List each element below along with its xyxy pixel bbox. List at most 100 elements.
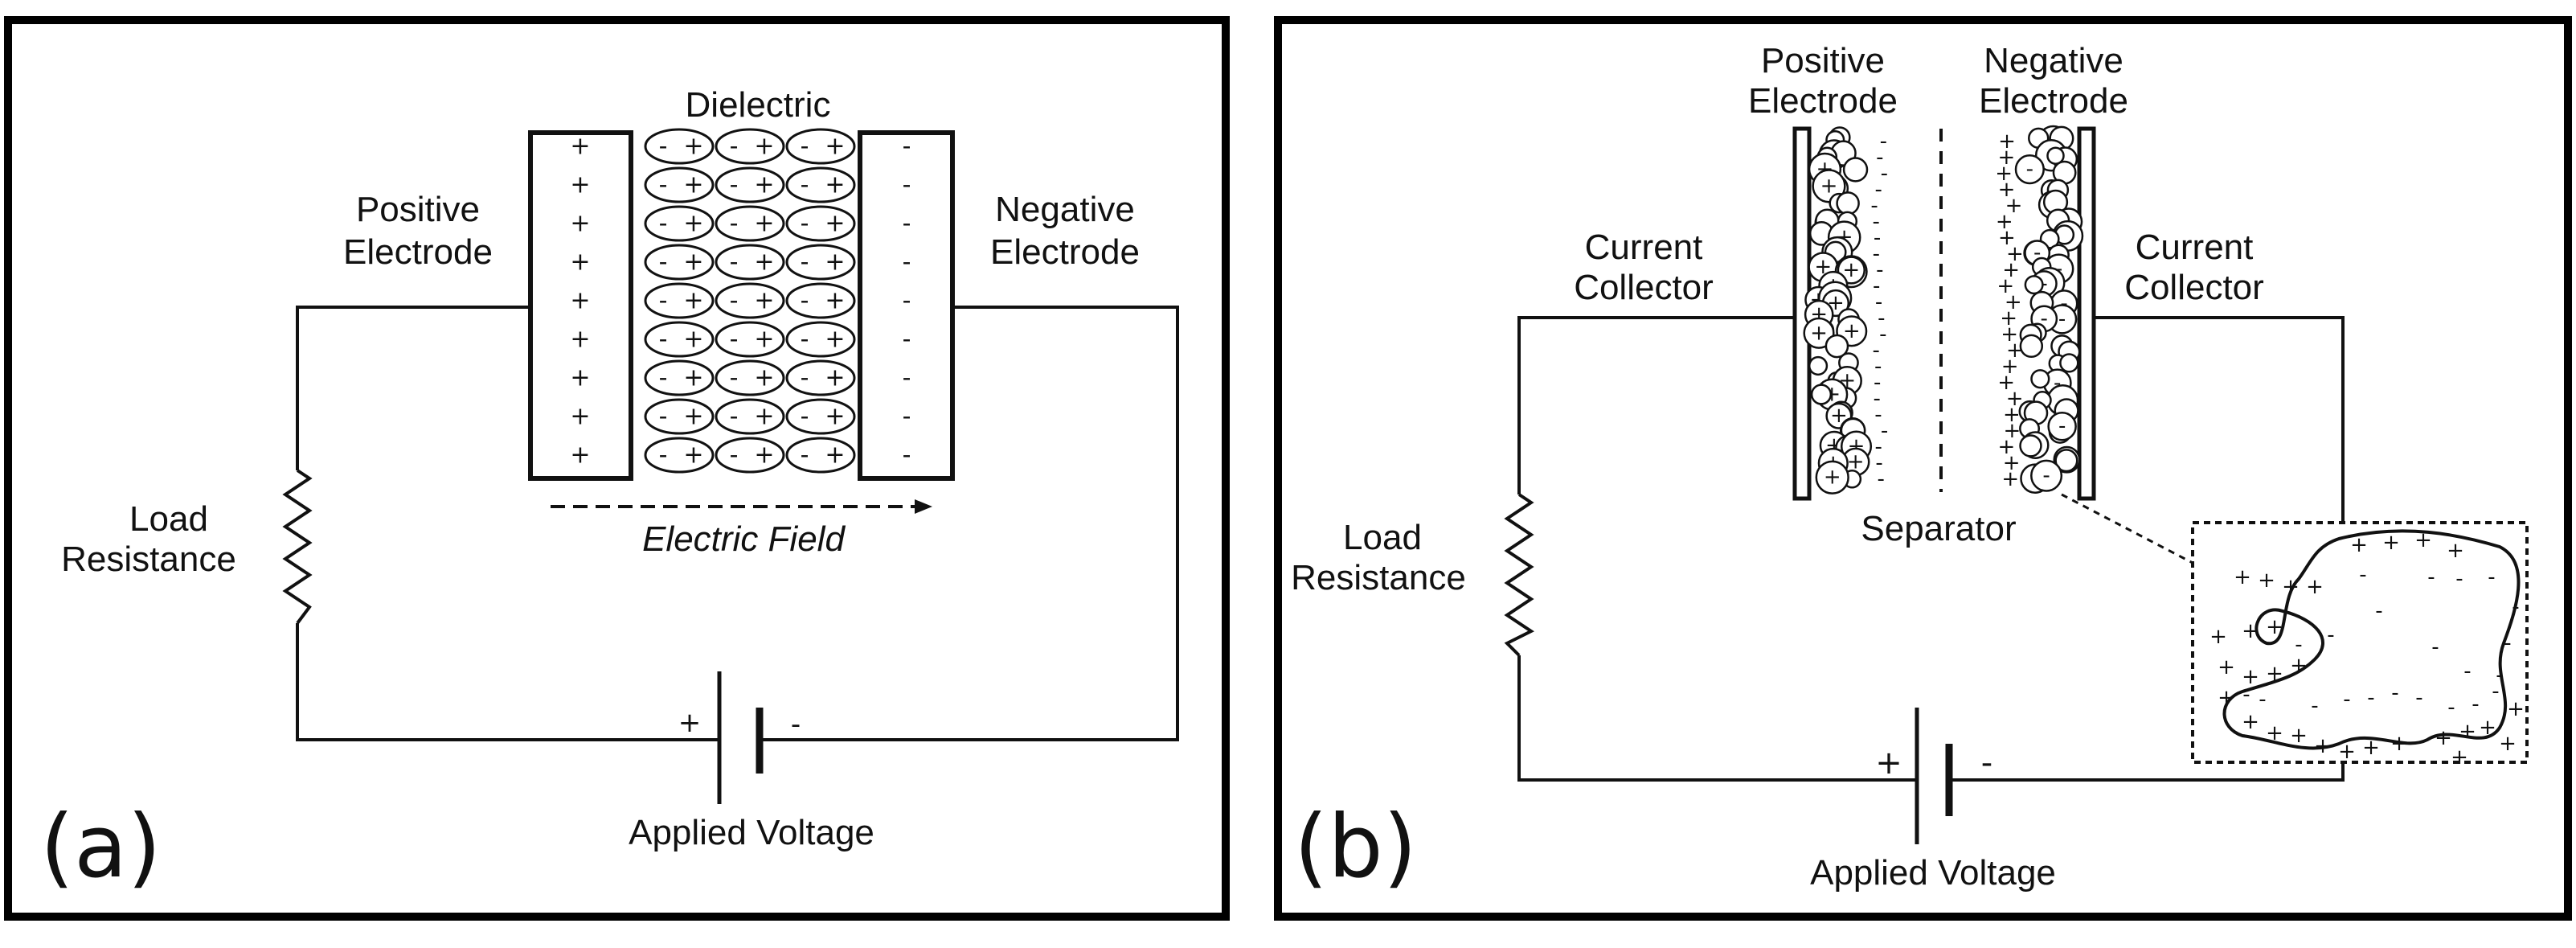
inset-minus-sign: - bbox=[2242, 683, 2250, 707]
inset-plus-sign: + bbox=[2282, 575, 2300, 599]
plate-minus-sign: - bbox=[903, 364, 911, 392]
electrolyte-ion: - bbox=[1878, 467, 1885, 491]
panel-b-positive-electrode-line2: Electrode bbox=[1748, 81, 1898, 121]
inset-plus-sign: + bbox=[2451, 745, 2468, 769]
inset-minus-sign: - bbox=[2391, 681, 2398, 705]
dipole-ellipse bbox=[785, 244, 856, 281]
inset-plus-sign: + bbox=[2362, 736, 2380, 760]
electrode-particle bbox=[1810, 384, 1833, 405]
electrolyte-ion: + bbox=[2006, 242, 2024, 266]
dipole-ellipse bbox=[715, 166, 785, 203]
inset-plus-sign: + bbox=[2350, 533, 2368, 557]
particle-charge: - bbox=[2054, 371, 2061, 395]
electrolyte-ion: + bbox=[1997, 274, 2014, 298]
inset-minus-sign: - bbox=[2295, 633, 2302, 657]
dipole-ellipse bbox=[644, 205, 715, 242]
electrolyte-ion: - bbox=[1873, 339, 1880, 363]
inset-plus-sign: + bbox=[2242, 619, 2259, 643]
dipole-ellipse bbox=[785, 321, 856, 358]
particle-charge: - bbox=[2042, 464, 2050, 488]
dipole-ellipse bbox=[644, 437, 715, 474]
inset-plus-sign: + bbox=[2209, 625, 2227, 649]
dipole-plus-sign: + bbox=[825, 171, 845, 199]
panel-b-particle-outline bbox=[2222, 529, 2521, 750]
inset-minus-sign: - bbox=[2367, 686, 2374, 710]
panel-a-wire-left-bottom bbox=[296, 623, 719, 741]
inset-plus-sign: + bbox=[2435, 726, 2452, 750]
electrode-particle bbox=[2054, 449, 2078, 473]
dipole-plus-sign: + bbox=[825, 210, 845, 238]
electrolyte-ion: + bbox=[2005, 194, 2023, 218]
electrolyte-ion: - bbox=[1875, 290, 1882, 314]
electrolyte-ion: + bbox=[2003, 403, 2021, 427]
dipole-plus-sign: + bbox=[754, 133, 774, 161]
electrolyte-ion: + bbox=[2002, 258, 2020, 282]
electrolyte-ion: - bbox=[1874, 226, 1881, 250]
inset-minus-sign: - bbox=[2375, 599, 2382, 623]
dipole-ellipse bbox=[644, 321, 715, 358]
panel-a-dielectric-label: Dielectric bbox=[686, 85, 831, 125]
plate-plus-sign: + bbox=[570, 210, 590, 238]
dipole-minus-sign: - bbox=[730, 441, 739, 470]
dipole-plus-sign: + bbox=[754, 210, 774, 238]
dipole-ellipse bbox=[644, 398, 715, 435]
dipole-ellipse bbox=[715, 244, 785, 281]
dipole-plus-sign: + bbox=[825, 441, 845, 470]
electrode-particle bbox=[2014, 154, 2045, 185]
panel-a-wire-left-top bbox=[296, 306, 530, 470]
inset-plus-sign: + bbox=[2266, 721, 2283, 745]
electrolyte-ion: + bbox=[2006, 387, 2024, 411]
dipole-ellipse bbox=[715, 282, 785, 319]
inset-minus-sign: - bbox=[2492, 679, 2499, 704]
dipole-minus-sign: - bbox=[659, 441, 668, 470]
plate-minus-sign: - bbox=[903, 248, 911, 277]
inset-plus-sign: + bbox=[2242, 665, 2259, 689]
plate-minus-sign: - bbox=[903, 326, 911, 354]
dipole-plus-sign: + bbox=[825, 326, 845, 354]
plate-minus-sign: - bbox=[903, 287, 911, 315]
electrolyte-ion: - bbox=[1874, 435, 1882, 459]
inset-plus-sign: + bbox=[2338, 740, 2356, 764]
plate-plus-sign: + bbox=[570, 441, 590, 470]
inset-minus-sign: - bbox=[2496, 663, 2503, 687]
panel-b-negative-electrode-line1: Negative bbox=[1984, 41, 2123, 80]
plate-plus-sign: + bbox=[570, 248, 590, 277]
inset-plus-sign: + bbox=[2234, 565, 2251, 589]
dipole-ellipse bbox=[785, 205, 856, 242]
inset-minus-sign: - bbox=[2463, 659, 2471, 683]
electrolyte-ion: - bbox=[1878, 306, 1885, 330]
inset-plus-sign: + bbox=[2218, 655, 2235, 679]
panel-b-wire-right-bottom bbox=[1949, 764, 2345, 782]
dipole-minus-sign: - bbox=[801, 171, 809, 199]
particle-charge: + bbox=[1824, 466, 1841, 490]
dipole-minus-sign: - bbox=[659, 210, 668, 238]
panel-b-left-collector-line1: Current bbox=[1585, 228, 1703, 267]
electrolyte-ion: - bbox=[1879, 322, 1886, 347]
panel-b-battery-plus: + bbox=[1875, 745, 1902, 782]
dipole-minus-sign: - bbox=[801, 364, 809, 392]
electrolyte-ion: + bbox=[2005, 290, 2022, 314]
plate-plus-sign: + bbox=[570, 364, 590, 392]
dipole-minus-sign: - bbox=[730, 403, 739, 431]
inset-minus-sign: - bbox=[2259, 687, 2266, 712]
dipole-minus-sign: - bbox=[730, 210, 739, 238]
inset-plus-sign: + bbox=[2290, 724, 2308, 748]
panel-a-load-resistance-line1: Load bbox=[129, 499, 208, 539]
panel-b-inset-charges: +++++++++++++++++++++++++++++-----------… bbox=[2209, 528, 2525, 769]
dipole-ellipse bbox=[715, 398, 785, 435]
dipole-plus-sign: + bbox=[754, 287, 774, 315]
electrolyte-ion: - bbox=[1873, 274, 1880, 298]
panel-b-left-collector-line2: Collector bbox=[1574, 268, 1714, 307]
particle-charge: + bbox=[1820, 174, 1838, 198]
plate-plus-sign: + bbox=[570, 326, 590, 354]
dipole-plus-sign: + bbox=[825, 403, 845, 431]
inset-minus-sign: - bbox=[2512, 595, 2519, 619]
electrolyte-ion: - bbox=[1881, 419, 1888, 443]
dipole-plus-sign: + bbox=[683, 403, 703, 431]
dipole-ellipse bbox=[715, 359, 785, 396]
inset-plus-sign: + bbox=[2507, 697, 2525, 721]
electrolyte-ion: - bbox=[1880, 129, 1887, 154]
particle-charge: - bbox=[2041, 306, 2048, 330]
electrolyte-ion: - bbox=[1874, 403, 1882, 427]
